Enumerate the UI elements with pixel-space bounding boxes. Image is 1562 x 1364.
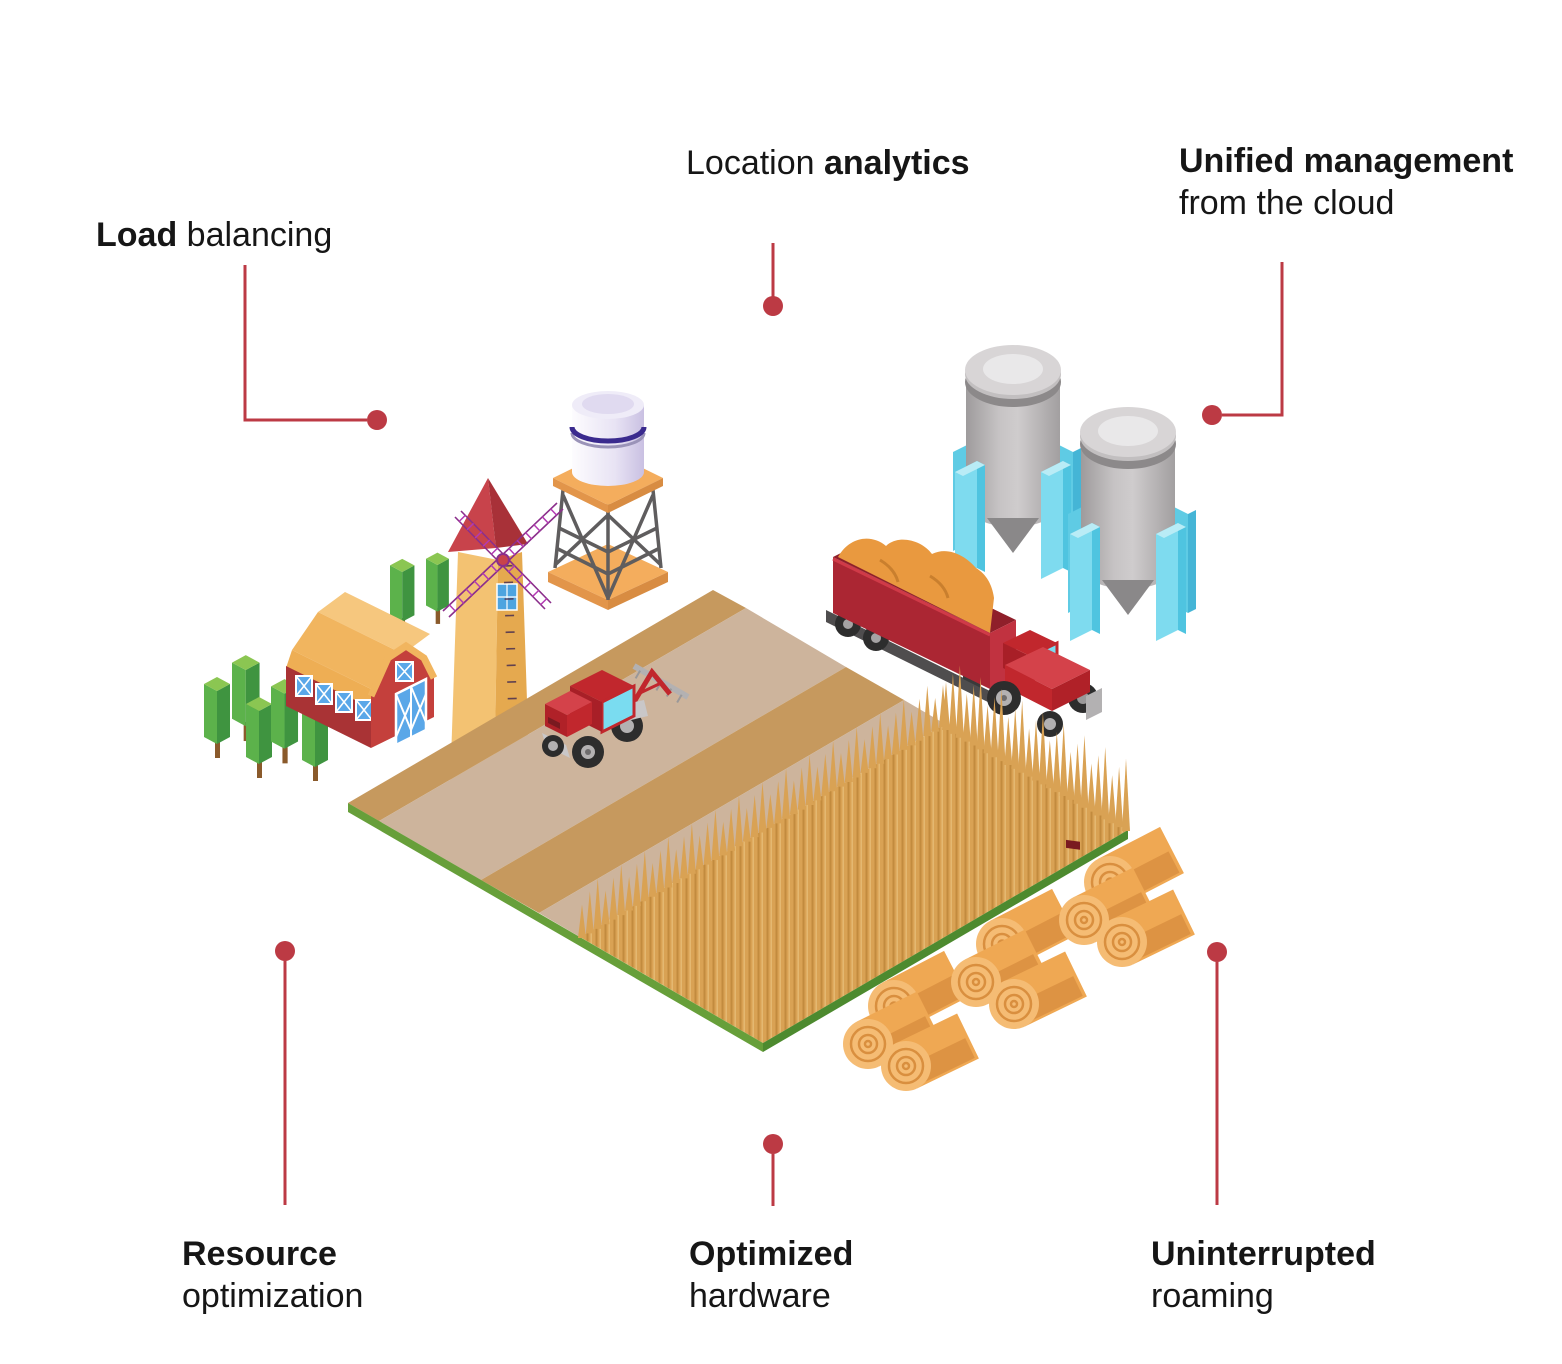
- label-bold-text: Unified management: [1179, 142, 1514, 180]
- connector-dot: [367, 410, 387, 430]
- connector-optimized-hardware: [763, 1134, 783, 1206]
- label-regular-text: from the cloud: [1179, 184, 1395, 222]
- label-bold-text: Uninterrupted: [1151, 1235, 1376, 1273]
- connector-uninterrupted-roaming: [1207, 942, 1227, 1205]
- grain-silo-1: [953, 345, 1081, 579]
- field-tractor: [542, 663, 690, 768]
- label-regular-text: optimization: [182, 1277, 364, 1315]
- connector-resource-optimization: [275, 941, 295, 1205]
- label-bold-text: analytics: [824, 144, 970, 182]
- label-bold-text: Load: [96, 216, 178, 254]
- truck-tractor: [987, 630, 1102, 850]
- label-bold-text: Optimized: [689, 1235, 854, 1273]
- connectors: [243, 243, 1284, 1206]
- label-resource-optimization: Resource optimization: [182, 1233, 363, 1317]
- label-regular-text: Location: [686, 144, 824, 182]
- barn-windows: [295, 675, 373, 721]
- grain-silo-2: [1068, 407, 1196, 641]
- label-load-balancing: Load balancing: [96, 214, 332, 256]
- label-location-analytics: Location analytics: [686, 142, 970, 184]
- label-optimized-hardware: Optimized hardware: [689, 1233, 853, 1317]
- label-unified-management: Unified management from the cloud: [1179, 140, 1513, 224]
- barn: [286, 592, 438, 748]
- connector-dot: [275, 941, 295, 961]
- connector-dot: [1207, 942, 1227, 962]
- connector-dot: [1202, 405, 1222, 425]
- label-uninterrupted-roaming: Uninterrupted roaming: [1151, 1233, 1376, 1317]
- wheat-field: [348, 590, 1128, 1052]
- harrow: [625, 663, 690, 714]
- barn-door: [394, 676, 428, 748]
- label-regular-text: balancing: [177, 216, 333, 254]
- windmill-blades: [442, 502, 564, 618]
- label-bold-text: Resource: [182, 1235, 337, 1273]
- connector-dot: [763, 296, 783, 316]
- label-regular-text: roaming: [1151, 1277, 1274, 1315]
- water-tower: [548, 391, 668, 610]
- grain-load: [838, 538, 994, 633]
- connector-load-balancing: [243, 265, 387, 430]
- label-regular-text: hardware: [689, 1277, 831, 1315]
- barn-loft-window: [395, 661, 414, 682]
- grain-truck: [826, 538, 1102, 850]
- connector-location-analytics: [763, 243, 783, 316]
- connector-dot: [763, 1134, 783, 1154]
- wheat-spikes: [578, 665, 1130, 938]
- connector-unified-management: [1202, 262, 1284, 425]
- tower-truss: [553, 489, 663, 600]
